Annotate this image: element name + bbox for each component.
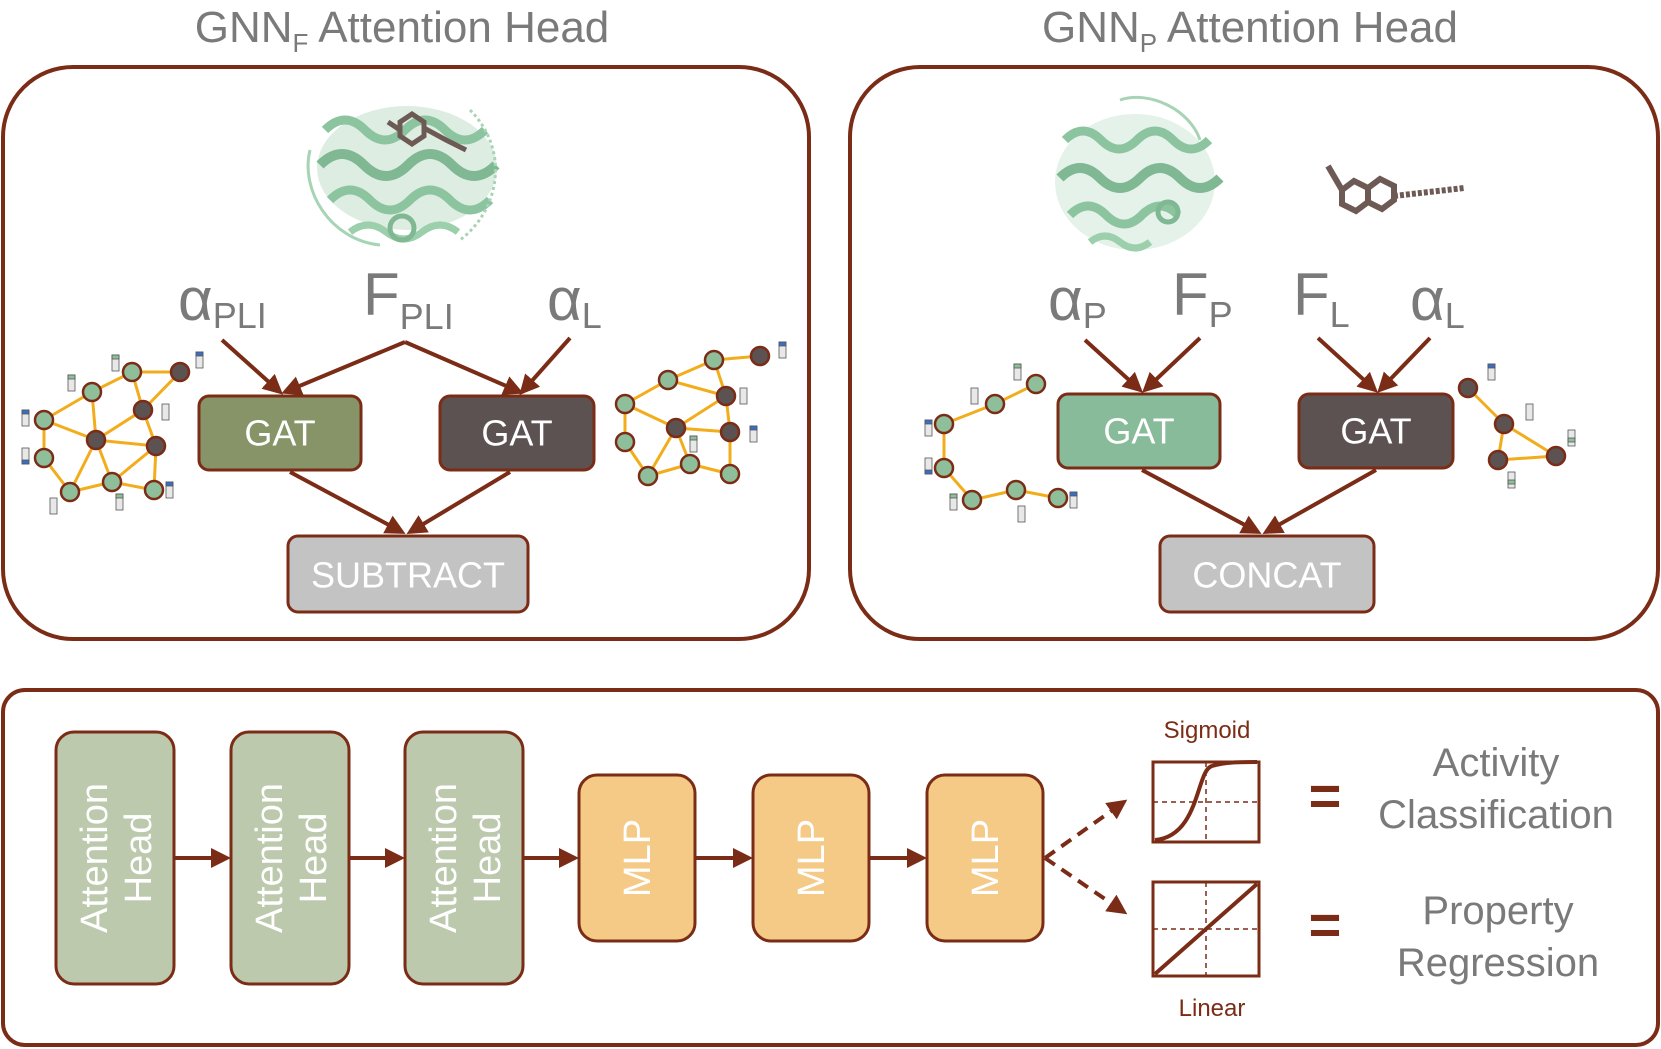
svg-text:MLP: MLP [965,819,1007,897]
svg-text:GAT: GAT [481,413,552,454]
gnn-p-merge-arrows [1141,468,1377,534]
protein-image [1055,95,1224,252]
gnn-f-panel: GNNF Attention Head αPLI FPLI αL [1,3,811,641]
gnn-p-panel: GNNP Attention Head αP FP FL αL [848,3,1660,641]
ligand-graph-right-panel [1457,363,1576,489]
svg-text:AttentionHead: AttentionHead [423,783,509,933]
attention-head-3: AttentionHead [403,730,525,986]
gnn-p-gat-left: GAT [1056,392,1222,470]
mlp-2: MLP [751,773,871,943]
alpha-p-label: αP [1048,266,1107,336]
linear-plot: Linear [1151,880,1261,1022]
f-pli-label: FPLI [363,261,454,337]
svg-text:SUBTRACT: SUBTRACT [311,555,505,596]
ligand-image [1325,164,1465,215]
feature-vector-icons [21,351,204,515]
svg-text:GAT: GAT [1103,411,1174,452]
protein-ligand-complex-image [306,106,500,247]
f-l-label: FL [1293,261,1350,335]
svg-text:GAT: GAT [1340,411,1411,452]
pipeline-panel: AttentionHead AttentionHead AttentionHea… [1,688,1660,1047]
attention-head-1: AttentionHead [54,730,176,986]
mlp-3: MLP [925,773,1045,943]
svg-text:CONCAT: CONCAT [1192,555,1341,596]
svg-text:MLP: MLP [791,819,833,897]
ligand-in-pocket [386,110,468,153]
mlp-1: MLP [577,773,697,943]
svg-text:AttentionHead: AttentionHead [249,783,335,933]
sigmoid-label: Sigmoid [1164,717,1251,744]
linear-label: Linear [1179,995,1246,1022]
gnn-p-gat-right: GAT [1297,392,1455,470]
gnn-f-gat-left: GAT [197,394,363,472]
f-p-label: FP [1172,261,1233,335]
gnn-f-gat-right: GAT [438,394,596,472]
gnn-f-title: GNNF Attention Head [195,3,610,58]
concat-box: CONCAT [1158,534,1376,614]
svg-text:AttentionHead: AttentionHead [74,783,160,933]
pipeline-arrows [174,799,1128,915]
sigmoid-plot: Sigmoid [1151,717,1261,844]
subtract-box: SUBTRACT [286,534,530,614]
protein-graph [924,363,1078,523]
gnn-f-input-arrows [220,336,572,396]
equals-sign-bottom: = [1309,893,1342,956]
equals-sign-top: = [1309,764,1342,827]
gnn-f-merge-arrows [289,470,512,535]
gnn-f-border [1,65,811,641]
svg-text:MLP: MLP [617,819,659,897]
alpha-l-label-right: αL [1410,266,1465,336]
alpha-l-label-left: αL [547,266,602,336]
ligand-graph-left-panel [614,341,787,487]
complex-graph-left [21,351,204,515]
gnn-p-title: GNNP Attention Head [1042,3,1458,58]
gnn-p-input-arrows [1083,336,1432,393]
alpha-pli-label: αPLI [178,266,267,336]
svg-text:GAT: GAT [244,413,315,454]
attention-head-2: AttentionHead [229,730,351,986]
